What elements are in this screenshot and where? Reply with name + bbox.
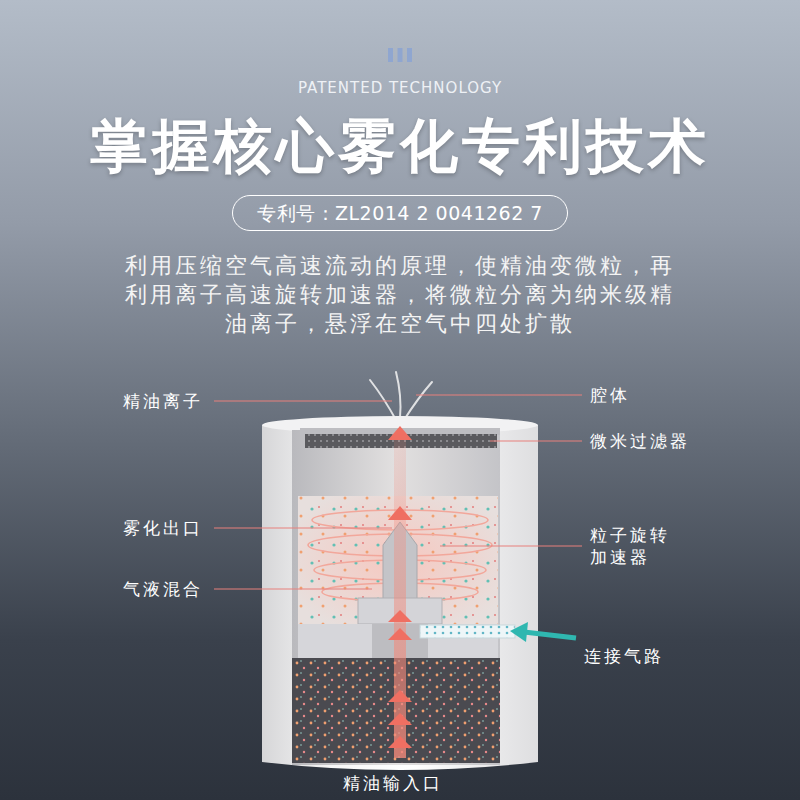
flow-arrows [388, 426, 412, 748]
patent-number: 专利号：ZL2014 2 0041262 7 [257, 200, 543, 226]
flow-arrow [388, 610, 412, 622]
wisp [404, 382, 432, 420]
mist-wisps [370, 372, 432, 420]
wisp [370, 380, 396, 420]
flow-arrow [388, 628, 412, 640]
wisp [396, 372, 401, 418]
diffuser-cylinder [262, 372, 576, 770]
flow-arrow [388, 713, 412, 725]
leader-line [440, 545, 582, 546]
leader-line [416, 394, 582, 395]
leader-line [214, 588, 372, 589]
callout-label: 微米过滤器 [590, 430, 700, 452]
arrow-head [510, 622, 528, 642]
cylinder-body [262, 425, 538, 770]
flow-arrow [388, 690, 412, 702]
subtitle: PATENTED TECHNOLOGY [0, 78, 800, 98]
leader-lines [214, 395, 582, 589]
flow-arrow [388, 506, 412, 520]
leader-line [214, 527, 392, 528]
callout-label: 精油输入口 [343, 772, 463, 794]
callout-label: 连接气路 [584, 645, 684, 667]
flow-arrow [388, 736, 412, 748]
patent-pill: 专利号：ZL2014 2 0041262 7 [232, 195, 568, 231]
callout-label: 气液混合 [123, 578, 213, 600]
air-tube [420, 625, 515, 638]
flow-arrow [388, 426, 412, 440]
cutaway-interior [292, 430, 500, 765]
flow-beam [394, 440, 406, 758]
air-inlet-arrow [510, 622, 576, 642]
header-mark [388, 48, 412, 62]
leader-line [214, 400, 392, 401]
arrow-shaft [524, 632, 576, 638]
callout-label: 粒子旋转加速器 [590, 524, 678, 568]
mark-bar [407, 48, 412, 62]
mark-bar [398, 48, 403, 62]
callout-label: 雾化出口 [123, 517, 213, 539]
leader-line [490, 440, 582, 441]
description: 利用压缩空气高速流动的原理，使精油变微粒，再利用离子高速旋转加速器，将微粒分离为… [117, 251, 683, 338]
mark-bar [388, 48, 393, 62]
page-title: 掌握核心雾化专利技术 [0, 110, 800, 182]
callout-label: 精油离子 [123, 390, 213, 412]
callout-label: 腔体 [590, 384, 680, 406]
